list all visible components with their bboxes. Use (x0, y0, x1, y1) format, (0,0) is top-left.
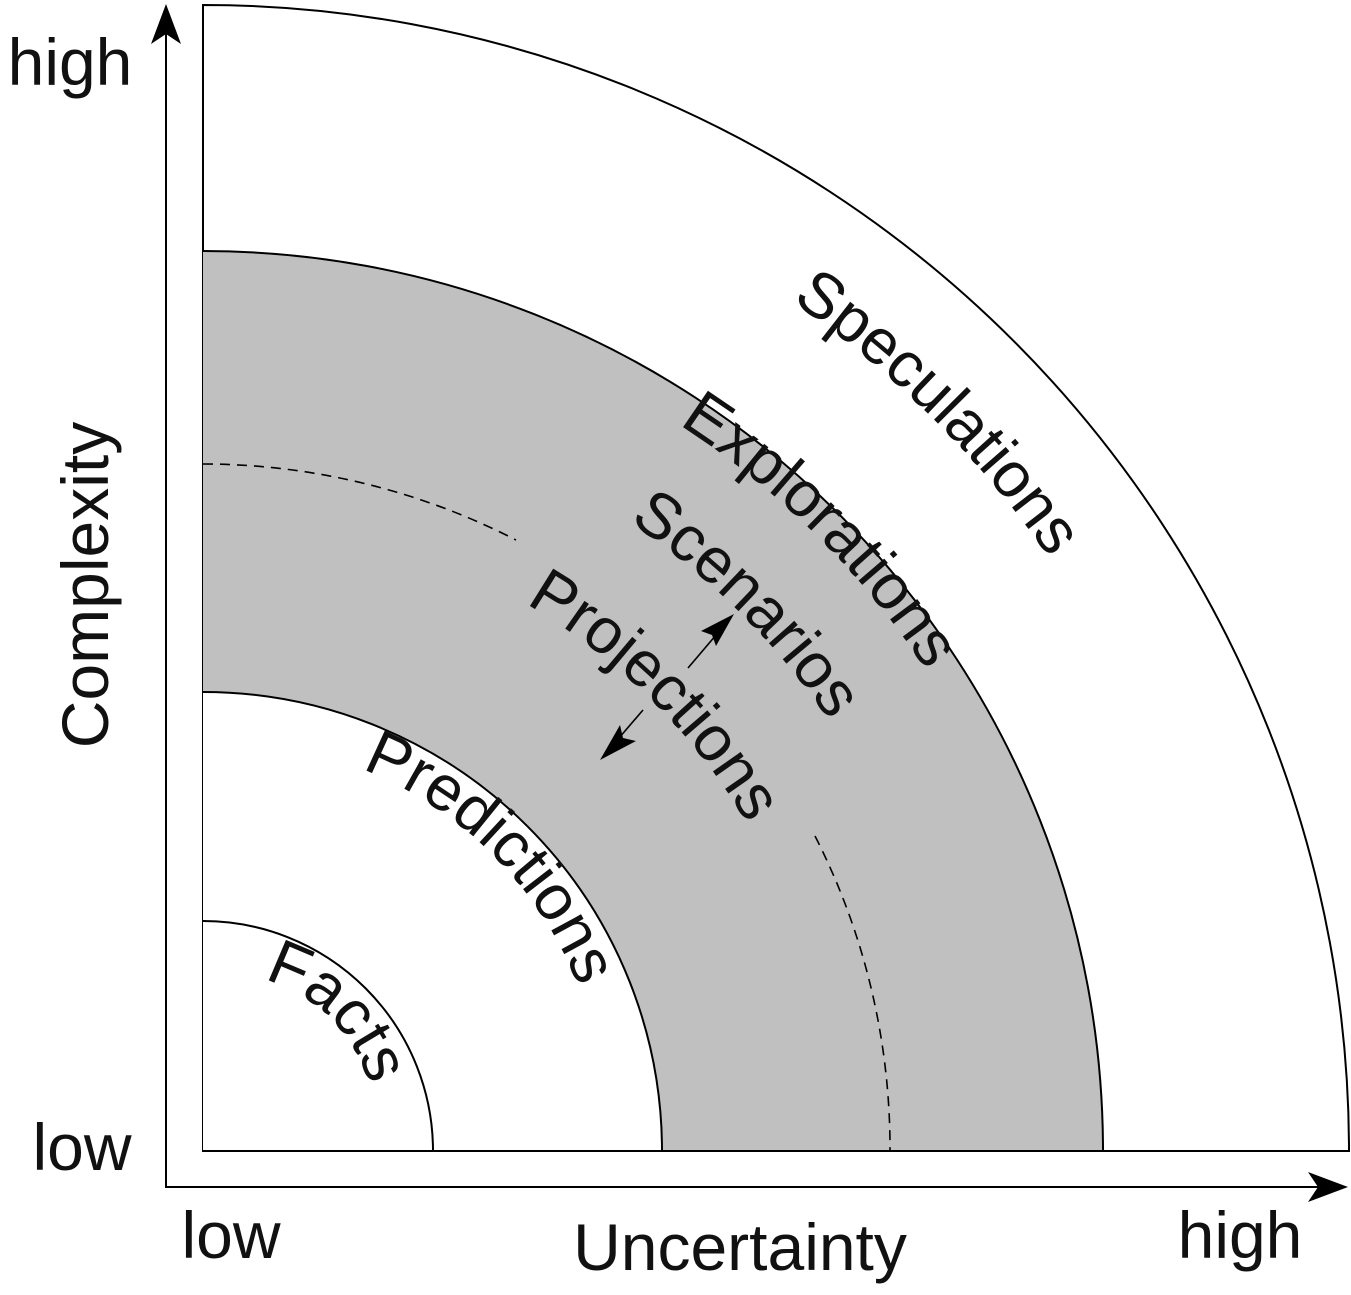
x-axis-low-label: low (181, 1198, 280, 1272)
facts-boundary-arc (202, 920, 434, 1152)
explorations-boundary-arc (202, 250, 1104, 1152)
arrow-to-projections-head (600, 725, 636, 760)
x-axis-title: Uncertainty (573, 1210, 907, 1284)
arrow-to-explorations-head (701, 614, 734, 646)
inner-region (203, 692, 662, 1151)
y-axis-high-label: high (8, 25, 133, 99)
y-axis-arrowhead (151, 4, 181, 44)
scenario-band (203, 251, 1103, 1151)
y-axis-low-label: low (32, 1110, 131, 1184)
x-axis-arrowhead (1308, 1172, 1348, 1202)
predictions-boundary-arc (202, 691, 663, 1152)
scenarios-dashed-arc-upper (202, 463, 517, 541)
y-axis-title: Complexity (48, 422, 122, 748)
scenarios-dashed-arc-lower (814, 835, 891, 1152)
x-axis-high-label: high (1178, 1198, 1303, 1272)
